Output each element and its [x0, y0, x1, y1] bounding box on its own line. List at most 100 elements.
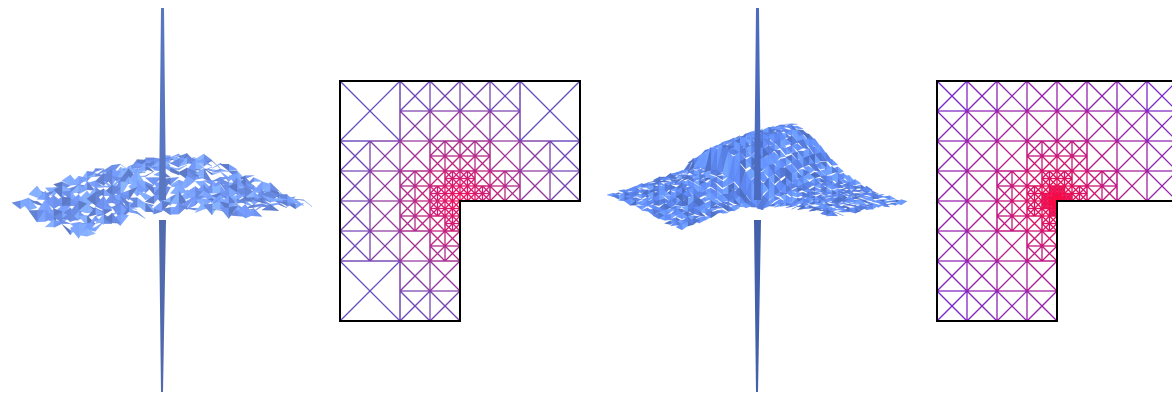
mesh-edge: [459, 185, 468, 194]
surface-facet: [710, 170, 717, 177]
surface-facet: [866, 198, 873, 202]
surface-facet: [773, 149, 781, 159]
mesh-edge: [429, 155, 446, 172]
surface-facet: [295, 203, 304, 210]
surface-facet: [676, 176, 683, 180]
mesh-edge: [444, 193, 453, 202]
surface-facet: [687, 208, 694, 215]
mesh-edge: [1011, 185, 1028, 202]
mesh-edge: [429, 260, 461, 292]
mesh-edge: [1026, 193, 1035, 202]
surface-facet: [727, 182, 735, 191]
mesh-edge: [1049, 223, 1058, 232]
surface-facet: [773, 191, 781, 197]
surface-facet: [202, 179, 213, 186]
l-shaped-mesh-coarse: [339, 80, 581, 322]
spike-up: [159, 8, 166, 200]
mesh-edge: [1026, 260, 1058, 292]
surface-facet: [733, 204, 740, 208]
surface-facet: [687, 218, 694, 225]
mesh-edge: [467, 185, 476, 194]
surface-facet: [802, 138, 810, 148]
surface-facet: [739, 148, 746, 159]
mesh-edge: [399, 290, 431, 322]
mesh-edge: [452, 178, 461, 187]
mesh-edge: [936, 80, 968, 112]
mesh-edge: [1146, 145, 1172, 172]
mesh-edge: [437, 200, 446, 209]
mesh-edge: [399, 230, 431, 262]
surface-facet: [820, 168, 827, 176]
surface-facet: [860, 192, 867, 196]
surface-facet: [195, 159, 204, 164]
mesh-edge: [429, 290, 461, 322]
surface-facet: [219, 163, 229, 172]
surface-facet: [745, 144, 752, 156]
surface-facet: [153, 200, 163, 212]
mesh-edge: [1064, 178, 1073, 187]
surface-facet: [831, 207, 839, 212]
mesh-edge: [1086, 185, 1103, 202]
surface-facet: [698, 206, 706, 214]
surface-facet: [36, 208, 46, 223]
mesh-edge: [1041, 155, 1058, 172]
surface-facet: [44, 219, 54, 228]
mesh-edge: [399, 260, 431, 292]
surface-facet: [785, 123, 792, 126]
mesh-edge: [1011, 200, 1028, 217]
surface-facet: [808, 201, 815, 205]
surface-facet: [261, 203, 271, 211]
mesh-edge: [1026, 208, 1035, 217]
surface-facet: [136, 202, 146, 213]
surface-facet: [658, 177, 665, 181]
mesh-edge: [1056, 185, 1062, 191]
mesh-edge: [414, 215, 431, 232]
mesh-edge: [996, 290, 1028, 322]
surface-facet: [854, 179, 862, 186]
surface-facet: [791, 151, 798, 161]
surface-facet: [785, 204, 792, 208]
surface-facet: [814, 162, 821, 170]
surface-facet: [169, 182, 179, 195]
surface-facet: [145, 171, 154, 178]
surface-facet: [664, 220, 671, 225]
surface-facet: [670, 183, 677, 186]
surface-facet: [843, 175, 850, 184]
surface-facet: [825, 159, 833, 166]
surface-facet: [145, 184, 154, 195]
mesh-edge: [429, 200, 438, 209]
surface-facet: [820, 186, 827, 194]
surface-facet: [843, 203, 850, 206]
mesh-edge: [399, 170, 416, 187]
mesh-edge: [936, 200, 968, 232]
mesh-edge: [452, 215, 461, 224]
surface-facet: [814, 137, 821, 147]
surface-facet: [28, 197, 38, 211]
mesh-edge: [444, 200, 453, 209]
surface-facet: [715, 175, 723, 181]
surface-facet: [178, 156, 188, 168]
surface-facet: [78, 203, 88, 214]
surface-facet: [144, 157, 154, 164]
surface-facet: [86, 180, 96, 188]
surface-facet: [203, 160, 213, 163]
surface-facet: [612, 194, 619, 200]
surface-facet: [692, 210, 700, 216]
surface-facet: [687, 178, 694, 183]
mesh-edge: [1011, 215, 1028, 232]
surface-facet: [704, 216, 712, 221]
mesh-edge: [339, 170, 371, 202]
surface-facet: [203, 203, 213, 216]
domain-boundary: [936, 80, 1172, 322]
mesh-edge: [1041, 170, 1050, 179]
surface-facet: [814, 203, 821, 206]
mesh-edge: [489, 80, 521, 112]
surface-facet: [658, 190, 665, 197]
mesh-edge: [1056, 155, 1073, 172]
surface-facet: [270, 197, 279, 201]
surface-facet: [883, 195, 890, 201]
surface-facet: [86, 206, 96, 218]
mesh-edge: [459, 155, 476, 172]
surface-facet: [681, 205, 688, 214]
surface-facet: [866, 192, 873, 199]
